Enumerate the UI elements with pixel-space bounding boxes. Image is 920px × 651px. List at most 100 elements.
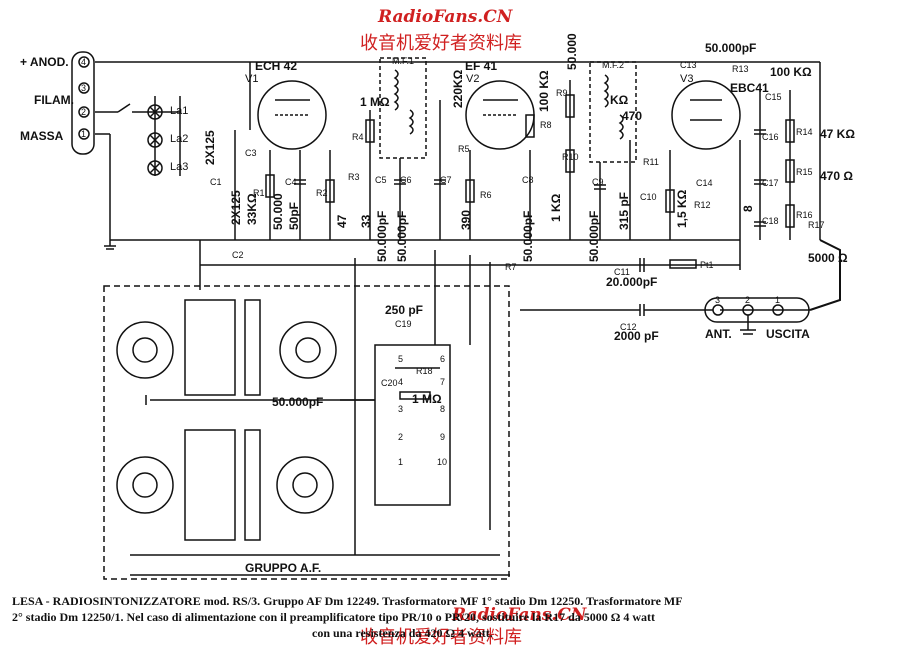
component-ref-r13: R13 — [732, 64, 749, 74]
component-ref-c5: C5 — [375, 175, 387, 185]
watermark-chinese-bottom: 收音机爱好者资料库 — [360, 627, 522, 648]
tube-v3 — [671, 80, 741, 150]
component-ref-c14: C14 — [696, 178, 713, 188]
terminal-number: 1 — [81, 129, 86, 139]
wafer-switch-4 — [276, 456, 334, 514]
tube-ef41-label: EF 41 — [465, 59, 497, 73]
switch-pin: 9 — [440, 432, 445, 442]
value-label: 220KΩ — [451, 69, 465, 108]
caption-line-1: LESA - RADIOSINTONIZZATORE mod. RS/3. Gr… — [12, 594, 683, 608]
value-label: 50.000 — [271, 193, 285, 230]
value-label: 50.000pF — [395, 211, 409, 262]
band-switch — [374, 344, 451, 506]
terminal-filam-label: FILAM. — [34, 93, 74, 107]
output-terminal-number: 3 — [715, 295, 720, 305]
lamp-label: La1 — [170, 105, 188, 117]
terminal-number: 3 — [81, 83, 86, 93]
component-ref-r15: R15 — [796, 167, 813, 177]
component-ref-c17: C17 — [762, 178, 779, 188]
component-ref-r9: R9 — [556, 88, 568, 98]
tube-ref: V3 — [680, 73, 693, 85]
value-label: 33KΩ — [245, 193, 259, 225]
r13-value: 100 KΩ — [770, 65, 812, 79]
component-ref-r18: R18 — [416, 366, 433, 376]
value-label: 50.000 — [565, 33, 579, 70]
if-transformer-2 — [589, 61, 637, 163]
value-label: 50.000pF — [521, 211, 535, 262]
switch-pin: 3 — [398, 404, 403, 414]
r15-value: 470 Ω — [820, 169, 853, 183]
terminal-anod-label: + ANOD. — [20, 55, 69, 69]
component-ref-c13: C13 — [680, 60, 697, 70]
component-ref-r4: R4 — [352, 132, 364, 142]
component-ref-r8: R8 — [540, 120, 552, 130]
component-ref-c3: C3 — [245, 148, 257, 158]
switch-pin: 6 — [440, 354, 445, 364]
c20-value: 50.000pF — [272, 395, 323, 409]
caption-line-2: 2° stadio Dm 12250/1. Nel caso di alimen… — [12, 610, 656, 624]
value-label: 1 MΩ — [360, 95, 390, 109]
value-label: 8 — [741, 205, 755, 212]
if-transformer-1 — [379, 57, 427, 159]
value-label: 50.000pF — [587, 211, 601, 262]
component-ref-r17: R17 — [808, 220, 825, 230]
if-transformer-1-label: M.F.1 — [392, 56, 414, 66]
switch-pin: 8 — [440, 404, 445, 414]
watermark-site-top: RadioFans.CN — [377, 7, 514, 27]
lamp-label: La2 — [170, 133, 188, 145]
component-ref-c12: C12 — [620, 322, 637, 332]
r18-value: 1 MΩ — [412, 392, 442, 406]
rf-group-box — [103, 285, 510, 580]
switch-pin: 5 — [398, 354, 403, 364]
ant-label: ANT. — [705, 327, 732, 341]
component-ref-r12: R12 — [694, 200, 711, 210]
component-ref-c10: C10 — [640, 192, 657, 202]
component-ref-c15: C15 — [765, 92, 782, 102]
rf-group-label: GRUPPO A.F. — [245, 561, 321, 575]
wafer-switch-3 — [116, 456, 174, 514]
value-label: 315 pF — [617, 192, 631, 230]
output-terminal-number: 1 — [775, 295, 780, 305]
wafer-switch-1 — [116, 321, 174, 379]
tube-ebc41-label: EBC41 — [730, 81, 769, 95]
switch-pin: 4 — [398, 377, 403, 387]
component-ref-c11: C11 — [614, 267, 630, 277]
tube-ref: V2 — [466, 73, 479, 85]
c19-value: 250 pF — [385, 303, 423, 317]
component-ref-r2: R2 — [316, 188, 328, 198]
c11-value: 20.000pF — [606, 275, 657, 289]
tube-ech42-label: ECH 42 — [255, 59, 297, 73]
value-label: 50.000pF — [375, 211, 389, 262]
watermark-chinese-top: 收音机爱好者资料库 — [360, 33, 522, 54]
switch-pin: 7 — [440, 377, 445, 387]
value-label: 1,5 KΩ — [675, 189, 689, 228]
caption: LESA - RADIOSINTONIZZATORE mod. RS/3. Gr… — [12, 593, 912, 641]
component-ref-c7: C7 — [440, 175, 452, 185]
value-label: 47 — [335, 214, 349, 228]
terminal-number: 4 — [81, 57, 86, 67]
output-terminal-number: 2 — [745, 295, 750, 305]
component-ref-c8: C8 — [522, 175, 534, 185]
component-ref-r3: R3 — [348, 172, 360, 182]
component-ref-c19: C19 — [395, 319, 412, 329]
switch-pin: 10 — [437, 457, 447, 467]
value-label: 2X125 — [203, 130, 217, 165]
if-transformer-2-label: M.F.2 — [602, 60, 624, 70]
power-terminal-block — [71, 51, 95, 155]
component-ref-r14: R14 — [796, 127, 813, 137]
component-ref-c2: C2 — [232, 250, 244, 260]
uscita-label: USCITA — [766, 327, 810, 341]
component-ref-r7: R7 — [505, 262, 517, 272]
value-label: 470 — [622, 109, 642, 123]
value-label: 390 — [459, 210, 473, 230]
component-ref-r10: R10 — [562, 152, 579, 162]
r14-value: 47 KΩ — [820, 127, 855, 141]
tube-v1 — [257, 80, 327, 150]
c13-value: 50.000pF — [705, 41, 756, 55]
terminal-massa-label: MASSA — [20, 129, 64, 143]
component-ref-c6: C6 — [400, 175, 412, 185]
tube-ref: V1 — [245, 73, 258, 85]
component-ref-c18: C18 — [762, 216, 779, 226]
